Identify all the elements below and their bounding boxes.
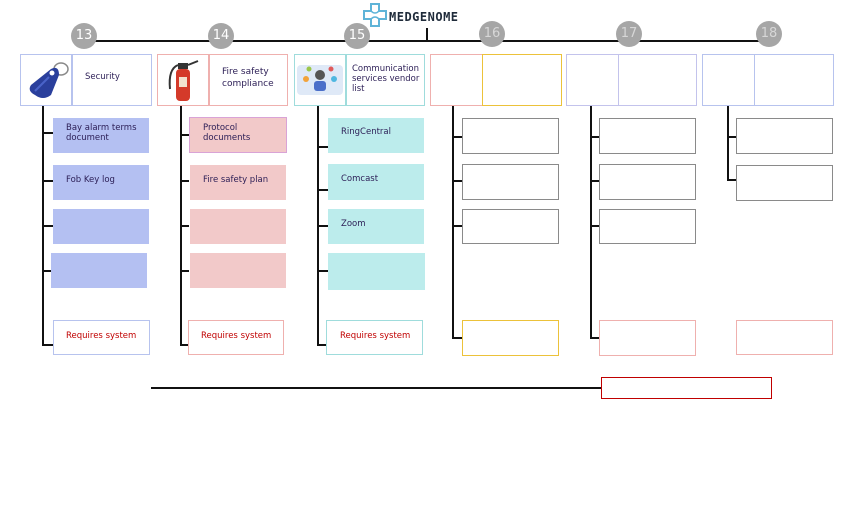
item-label: RingCentral	[341, 127, 391, 137]
header-title-15: Communication services vendor list	[352, 64, 420, 94]
header-title-13: Security	[85, 72, 120, 82]
footer-box-15[interactable]: Requires system	[326, 320, 423, 355]
item-box[interactable]	[51, 253, 147, 288]
item-label: Comcast	[341, 174, 379, 184]
logo-connector-line	[426, 28, 428, 41]
footer-label: Requires system	[201, 331, 272, 341]
header-title-box-14: Fire safety compliance	[209, 54, 288, 106]
item-box[interactable]	[599, 164, 696, 200]
footer-box-14[interactable]: Requires system	[188, 320, 284, 355]
header-title-box-18	[754, 54, 834, 106]
bottom-box[interactable]	[601, 377, 772, 399]
top-connector-line	[84, 40, 772, 42]
header-icon-box-18	[702, 54, 755, 106]
column-number-18: 18	[756, 21, 782, 47]
item-box[interactable]	[190, 253, 286, 288]
header-title-box-17	[618, 54, 697, 106]
header-icon-box-15	[294, 54, 346, 106]
column-number-14: 14	[208, 23, 234, 49]
footer-box-18[interactable]	[736, 320, 833, 355]
item-box[interactable]	[53, 209, 149, 244]
key-fob-icon	[29, 62, 69, 98]
header-icon-box-17	[566, 54, 619, 106]
vertical-connector-16	[452, 106, 454, 338]
item-box[interactable]	[736, 165, 833, 201]
item-box[interactable]: Comcast	[328, 164, 424, 200]
item-box[interactable]: RingCentral	[328, 118, 424, 153]
vertical-connector-17	[590, 106, 592, 339]
column-number-17: 17	[616, 21, 642, 47]
header-title-box-15: Communication services vendor list	[346, 54, 425, 106]
column-number-13: 13	[71, 23, 97, 49]
vertical-connector-18	[727, 106, 729, 180]
item-box[interactable]	[190, 209, 286, 244]
fire-extinguisher-icon	[168, 60, 199, 101]
item-box[interactable]	[328, 253, 425, 290]
column-number-15: 15	[344, 23, 370, 49]
column-number-16: 16	[479, 21, 505, 47]
dna-cross-icon	[363, 3, 387, 27]
item-box[interactable]	[736, 118, 833, 154]
item-box[interactable]	[462, 209, 559, 244]
item-box[interactable]: Fob Key log	[53, 165, 149, 200]
logo-text: MEDGENOME	[389, 10, 459, 24]
item-box[interactable]: Fire safety plan	[190, 165, 286, 200]
item-box[interactable]	[462, 164, 559, 200]
footer-box-17[interactable]	[599, 320, 696, 356]
item-box[interactable]	[462, 118, 559, 154]
footer-label: Requires system	[340, 331, 411, 341]
item-label: Protocol documents	[203, 123, 251, 143]
item-box[interactable]: Protocol documents	[189, 117, 287, 153]
footer-box-16[interactable]	[462, 320, 559, 356]
header-title-14: Fire safety compliance	[222, 67, 274, 89]
communication-people-icon	[297, 65, 343, 95]
footer-label: Requires system	[66, 331, 137, 341]
item-box[interactable]	[599, 209, 696, 244]
header-title-box-16	[482, 54, 562, 106]
bottom-connector-line	[151, 387, 601, 389]
item-box[interactable]	[599, 118, 696, 154]
item-box[interactable]: Zoom	[328, 209, 424, 244]
header-icon-box-13	[20, 54, 72, 106]
item-label: Fob Key log	[66, 175, 115, 185]
item-label: Fire safety plan	[203, 175, 269, 185]
item-box[interactable]: Bay alarm terms document	[53, 118, 149, 153]
header-title-box-13: Security	[72, 54, 152, 106]
header-icon-box-14	[157, 54, 209, 106]
medgenome-logo: MEDGENOME	[362, 2, 472, 28]
header-icon-box-16	[430, 54, 483, 106]
footer-box-13[interactable]: Requires system	[53, 320, 150, 355]
item-label: Zoom	[341, 219, 366, 229]
item-label: Bay alarm terms document	[66, 123, 137, 143]
